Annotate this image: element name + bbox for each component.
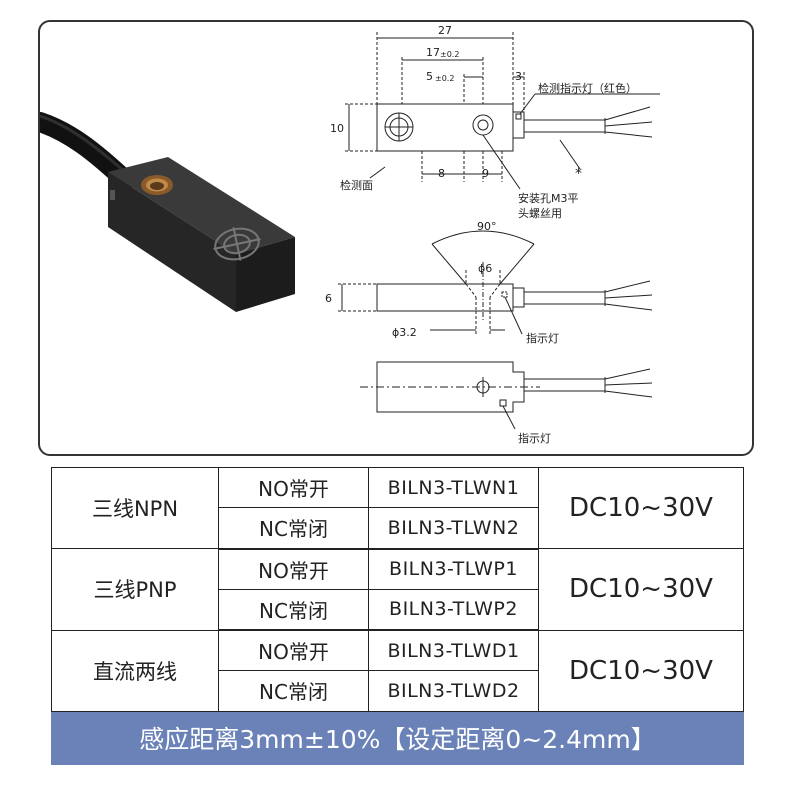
table-row: NC常闭 BILN3-TLWD2	[52, 670, 744, 712]
asterisk-mark: *	[575, 166, 582, 182]
indicator-label-top: 检测指示灯（红色）	[538, 81, 637, 95]
table-footer-row: 感应距离3mm±10%【设定距离0~2.4mm】	[51, 710, 744, 766]
side-view-drawing	[338, 230, 653, 335]
product-diagram-card: 27 17 ±0.2 5 ±0.2 3 检测指示灯（红色） 10 检测面 8 9…	[38, 20, 754, 456]
voltage-cell: DC10~30V	[538, 466, 744, 550]
dim-10: 10	[330, 122, 344, 135]
mode-cell: NO常开	[218, 629, 369, 672]
top-view-drawing	[345, 32, 660, 190]
table-row: 三线NPN NO常开 BILN3-TLWN1 DC10~30V	[51, 466, 744, 550]
model-cell: BILN3-TLWP1	[368, 548, 539, 590]
table-row: NC常闭 BILN3-TLWP2	[52, 588, 744, 632]
mount-hole-label-line1: 安装孔M3平	[518, 191, 579, 205]
indicator-label-side: 指示灯	[526, 331, 559, 345]
table-row: NC常闭 BILN3-TLWN2	[52, 507, 744, 550]
dim-27: 27	[438, 24, 452, 37]
target-icon	[213, 227, 261, 261]
voltage-cell: DC10~30V	[538, 629, 744, 712]
model-cell: BILN3-TLWD1	[368, 629, 539, 672]
model-cell: BILN3-TLWN2	[368, 507, 539, 550]
indicator-label-bottom: 指示灯	[518, 431, 551, 445]
model-cell: BILN3-TLWP2	[368, 588, 539, 632]
table-row: 三线PNP NO常开 BILN3-TLWP1 DC10~30V	[51, 548, 744, 631]
mode-cell: NC常闭	[218, 588, 369, 632]
mode-cell: NO常开	[218, 466, 369, 509]
mode-cell: NO常开	[218, 548, 369, 590]
dim-5: 5	[426, 70, 433, 83]
mode-cell: NC常闭	[218, 670, 369, 712]
sensor-type-cell: 三线NPN	[51, 466, 219, 550]
mode-cell: NC常闭	[218, 507, 369, 550]
dim-8: 8	[438, 167, 445, 180]
detect-face-label: 检测面	[340, 178, 373, 192]
dim-17: 17	[426, 46, 440, 59]
model-cell: BILN3-TLWN1	[368, 466, 539, 509]
voltage-cell: DC10~30V	[538, 548, 744, 631]
dim-9: 9	[482, 167, 489, 180]
mount-hole-label-line2: 头螺丝用	[518, 207, 562, 220]
bottom-view-drawing	[360, 361, 653, 430]
dim-phi6: ϕ6	[478, 262, 492, 275]
sensor-photo	[40, 112, 295, 312]
sensor-type-cell: 三线PNP	[51, 548, 219, 631]
angle-90: 90°	[477, 220, 497, 233]
diagram-canvas: 27 17 ±0.2 5 ±0.2 3 检测指示灯（红色） 10 检测面 8 9…	[40, 24, 660, 445]
dim-5-tolerance: ±0.2	[435, 74, 454, 83]
dim-phi3-2: ϕ3.2	[392, 326, 417, 339]
sensing-distance-banner: 感应距离3mm±10%【设定距离0~2.4mm】	[51, 710, 744, 766]
dim-3: 3	[515, 70, 522, 83]
spec-table: 三线NPN NO常开 BILN3-TLWN1 DC10~30V NC常闭 BIL…	[51, 466, 744, 766]
dim-6: 6	[325, 292, 332, 305]
sensor-type-cell: 直流两线	[51, 629, 219, 712]
table-row: 直流两线 NO常开 BILN3-TLWD1 DC10~30V	[51, 629, 744, 712]
dim-17-tolerance: ±0.2	[440, 50, 459, 59]
model-cell: BILN3-TLWD2	[368, 670, 539, 712]
